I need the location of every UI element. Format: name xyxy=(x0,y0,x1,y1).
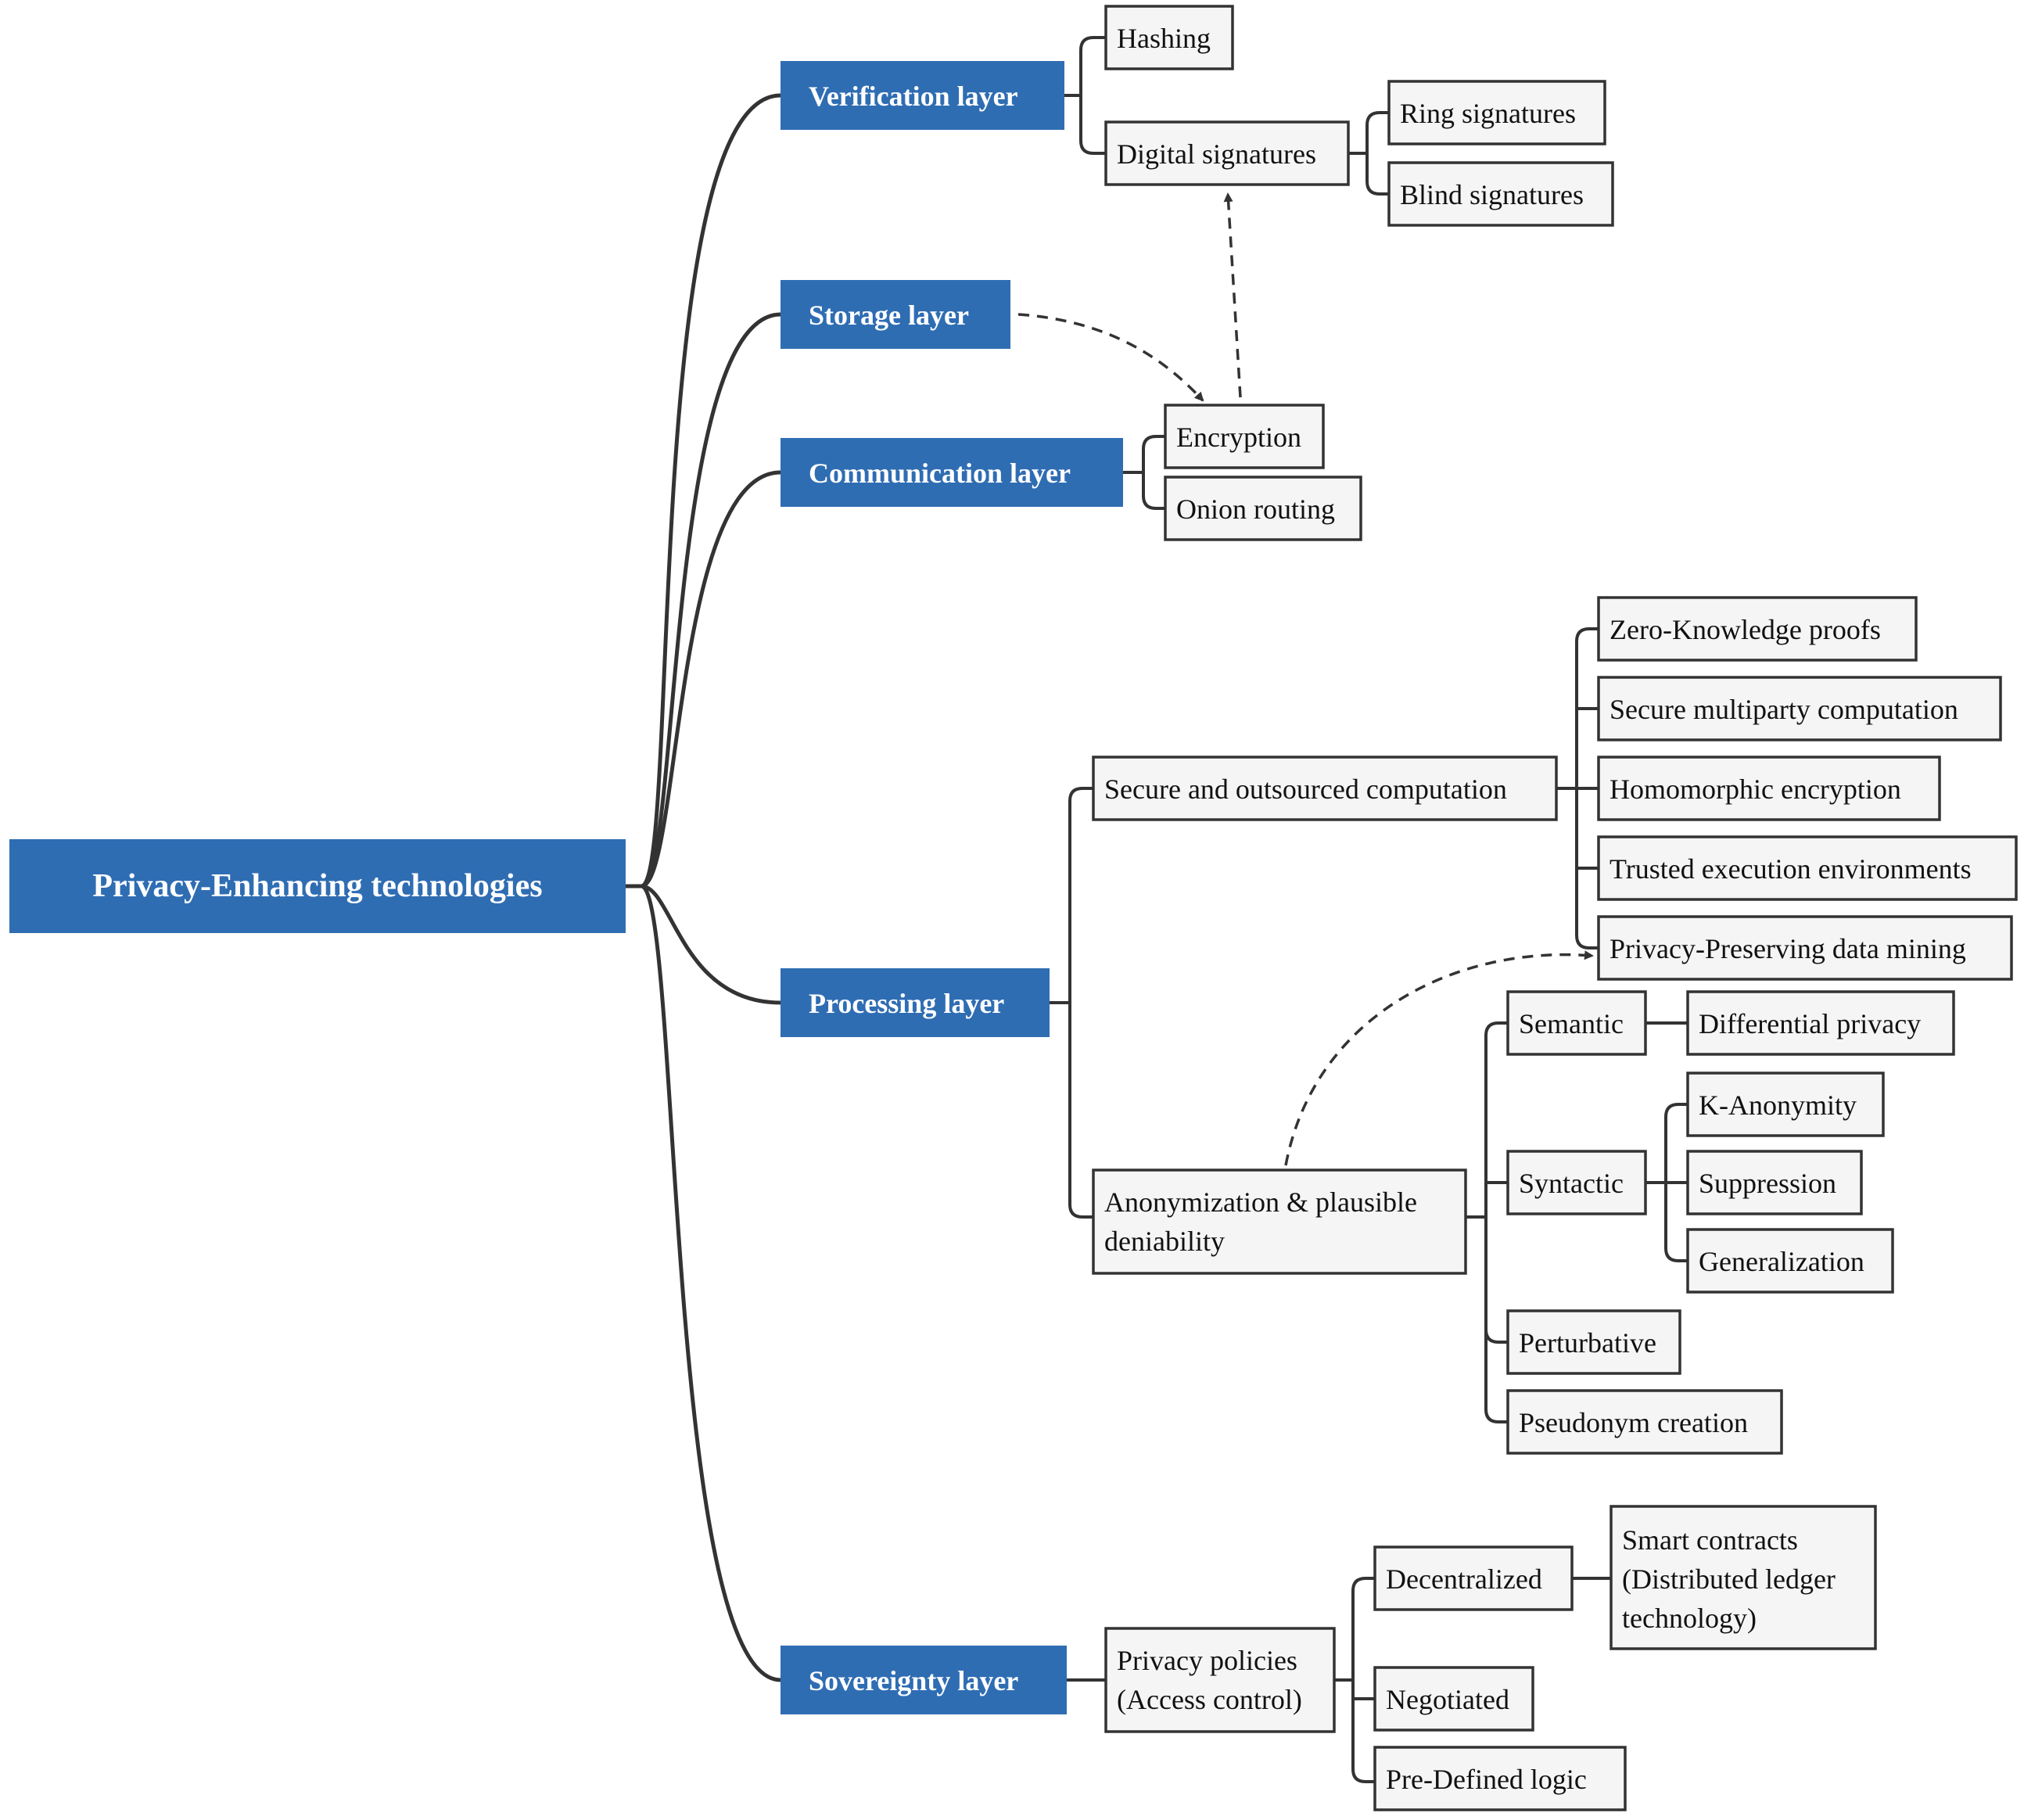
decentralized-node: Decentralized xyxy=(1373,1545,1574,1611)
edge-anonymization-children xyxy=(1466,1021,1508,1423)
sovereignty-layer-label: Sovereignty layer xyxy=(809,1665,1018,1696)
onion-routing-label: Onion routing xyxy=(1176,494,1335,525)
edge-secure-children xyxy=(1556,627,1599,949)
digital-signatures-label: Digital signatures xyxy=(1117,138,1316,170)
edge-root-sovereignty xyxy=(640,884,781,1682)
smart-contracts-label-line1: Smart contracts xyxy=(1622,1524,1798,1556)
pseudonym-label: Pseudonym creation xyxy=(1519,1407,1748,1438)
communication-layer-label: Communication layer xyxy=(809,458,1071,489)
negotiated-label: Negotiated xyxy=(1386,1684,1509,1715)
tee-label: Trusted execution environments xyxy=(1610,853,1972,885)
storage-layer-node: Storage layer xyxy=(781,280,1010,349)
hashing-label: Hashing xyxy=(1117,23,1211,54)
generalization-label: Generalization xyxy=(1699,1246,1864,1277)
semantic-label: Semantic xyxy=(1519,1008,1624,1039)
root-node: Privacy-Enhancing technologies xyxy=(9,839,626,933)
processing-layer-label: Processing layer xyxy=(809,988,1004,1019)
blind-signatures-label: Blind signatures xyxy=(1400,179,1584,210)
edge-verification-children xyxy=(1064,36,1106,155)
onion-routing-node: Onion routing xyxy=(1164,476,1362,541)
ring-signatures-label: Ring signatures xyxy=(1400,98,1576,129)
encryption-node: Encryption xyxy=(1164,404,1325,469)
storage-layer-label: Storage layer xyxy=(809,300,969,331)
edge-communication-children xyxy=(1123,435,1165,510)
edge-syntactic-children xyxy=(1645,1103,1688,1262)
smpc-node: Secure multiparty computation xyxy=(1597,676,2002,741)
decentralized-label: Decentralized xyxy=(1386,1563,1542,1595)
differential-privacy-node: Differential privacy xyxy=(1686,990,1955,1056)
homomorphic-node: Homomorphic encryption xyxy=(1597,756,1941,821)
anonymization-label-line2: deniability xyxy=(1104,1226,1225,1257)
communication-layer-node: Communication layer xyxy=(781,438,1123,507)
ppdm-label: Privacy-Preserving data mining xyxy=(1610,933,1966,964)
smart-contracts-node: Smart contracts (Distributed ledger tech… xyxy=(1610,1505,1877,1650)
perturbative-node: Perturbative xyxy=(1506,1309,1681,1375)
negotiated-node: Negotiated xyxy=(1373,1666,1534,1732)
digital-signatures-node: Digital signatures xyxy=(1104,120,1350,186)
k-anonymity-node: K-Anonymity xyxy=(1686,1072,1885,1137)
anonymization-node: Anonymization & plausible deniability xyxy=(1092,1168,1467,1275)
perturbative-label: Perturbative xyxy=(1519,1327,1656,1359)
homomorphic-label: Homomorphic encryption xyxy=(1610,774,1901,805)
edge-root-storage xyxy=(641,312,781,888)
syntactic-node: Syntactic xyxy=(1506,1150,1647,1215)
zkp-label: Zero-Knowledge proofs xyxy=(1610,614,1881,645)
smart-contracts-label-line2: (Distributed ledger xyxy=(1622,1563,1836,1595)
verification-layer-label: Verification layer xyxy=(809,81,1018,112)
smart-contracts-label-line3: technology) xyxy=(1622,1603,1757,1634)
root-label: Privacy-Enhancing technologies xyxy=(92,868,542,904)
blind-signatures-node: Blind signatures xyxy=(1387,161,1614,227)
dashed-arrow-storage-encryption xyxy=(1017,313,1204,402)
connectors xyxy=(626,36,1688,1783)
sovereignty-layer-node: Sovereignty layer xyxy=(781,1646,1067,1714)
secure-outsourced-node: Secure and outsourced computation xyxy=(1092,756,1558,821)
edge-root-verification xyxy=(626,93,781,888)
edge-root-communication xyxy=(641,470,781,888)
predefined-node: Pre-Defined logic xyxy=(1373,1746,1627,1811)
syntactic-label: Syntactic xyxy=(1519,1168,1624,1199)
edge-digital-signatures-children xyxy=(1348,111,1389,196)
secure-outsourced-label: Secure and outsourced computation xyxy=(1104,774,1507,805)
generalization-node: Generalization xyxy=(1686,1228,1894,1294)
suppression-label: Suppression xyxy=(1699,1168,1836,1199)
suppression-node: Suppression xyxy=(1686,1150,1863,1215)
privacy-policies-label-line2: (Access control) xyxy=(1117,1684,1302,1715)
tee-node: Trusted execution environments xyxy=(1597,835,2018,901)
ppdm-node: Privacy-Preserving data mining xyxy=(1597,915,2013,981)
hashing-node: Hashing xyxy=(1104,5,1234,70)
differential-privacy-label: Differential privacy xyxy=(1699,1008,1921,1039)
anonymization-label-line1: Anonymization & plausible xyxy=(1104,1186,1417,1218)
semantic-node: Semantic xyxy=(1506,990,1647,1056)
edge-processing-children xyxy=(1050,787,1093,1219)
zkp-node: Zero-Knowledge proofs xyxy=(1597,596,1918,662)
edge-policies-children xyxy=(1334,1577,1375,1783)
encryption-label: Encryption xyxy=(1176,422,1301,453)
dashed-arrow-encryption-digital-signatures xyxy=(1223,192,1242,398)
predefined-label: Pre-Defined logic xyxy=(1386,1764,1587,1795)
smpc-label: Secure multiparty computation xyxy=(1610,694,1958,725)
privacy-policies-node: Privacy policies (Access control) xyxy=(1104,1627,1336,1733)
privacy-policies-label-line1: Privacy policies xyxy=(1117,1645,1297,1676)
k-anonymity-label: K-Anonymity xyxy=(1699,1089,1857,1121)
pseudonym-node: Pseudonym creation xyxy=(1506,1389,1783,1455)
dashed-arrow-anonymization-ppdm xyxy=(1284,950,1594,1166)
ring-signatures-node: Ring signatures xyxy=(1387,80,1606,145)
edge-root-processing xyxy=(641,884,781,1005)
verification-layer-node: Verification layer xyxy=(781,61,1064,130)
processing-layer-node: Processing layer xyxy=(781,968,1050,1037)
